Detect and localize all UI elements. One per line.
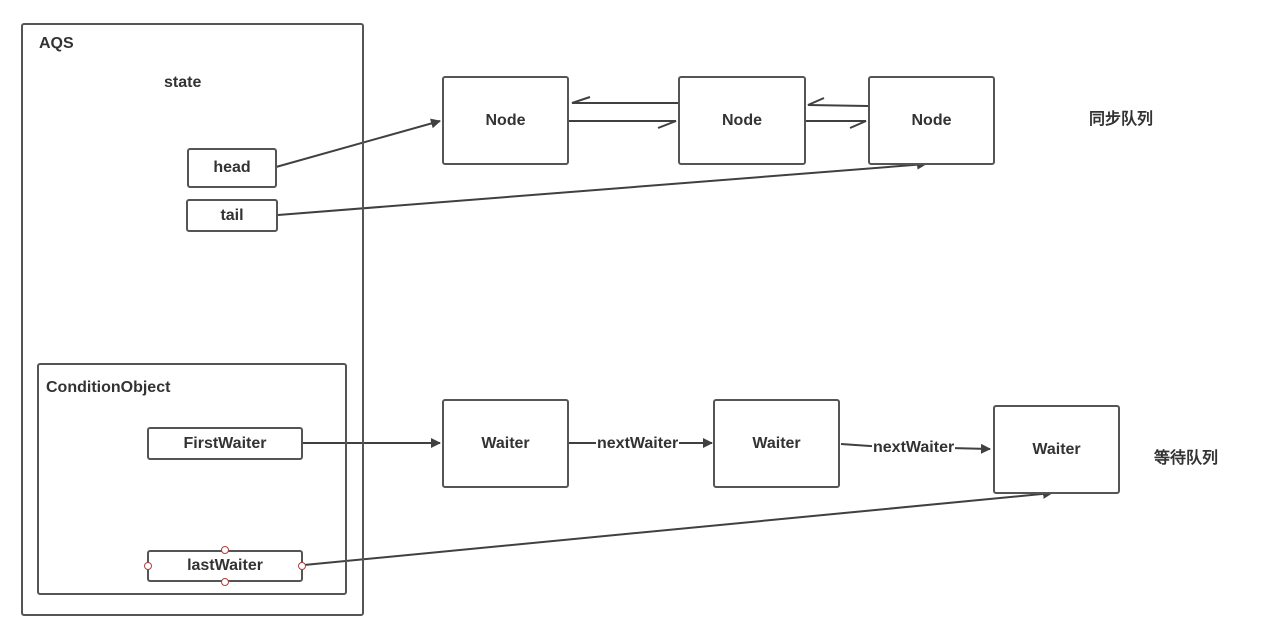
- node3-to-node2-prev-arrow[interactable]: [807, 97, 869, 107]
- sync-node[interactable]: Node: [442, 76, 569, 165]
- resize-handle-bottom[interactable]: [221, 578, 229, 586]
- sync-node-label: Node: [722, 111, 762, 129]
- lastwaiter-to-waiter-arrow[interactable]: [303, 488, 1053, 566]
- resize-handle-top[interactable]: [221, 546, 229, 554]
- sync-node-label: Node: [485, 111, 526, 129]
- state-label: state: [164, 74, 202, 91]
- aqs-title: AQS: [39, 35, 74, 52]
- sync-node[interactable]: Node: [678, 76, 806, 165]
- head-field-label: head: [213, 159, 251, 176]
- tail-field[interactable]: tail: [186, 199, 278, 232]
- node2-to-node3-next-arrow[interactable]: [806, 120, 867, 129]
- tail-to-node-arrow[interactable]: [277, 159, 927, 216]
- first-waiter-label: FirstWaiter: [183, 434, 267, 452]
- next-waiter-link-label: nextWaiter: [596, 435, 680, 453]
- waiter-node[interactable]: Waiter: [713, 399, 840, 488]
- condition-object-title: ConditionObject: [46, 379, 171, 396]
- head-field[interactable]: head: [187, 148, 277, 188]
- condition-object-container[interactable]: [37, 363, 347, 595]
- resize-handle-right[interactable]: [298, 562, 306, 570]
- head-to-node-arrow[interactable]: [275, 118, 441, 168]
- first-waiter-field[interactable]: FirstWaiter: [147, 427, 303, 460]
- sync-node[interactable]: Node: [868, 76, 995, 165]
- waiter-node[interactable]: Waiter: [993, 405, 1120, 494]
- waiter-node-label: Waiter: [481, 434, 530, 452]
- next-waiter-link-label: nextWaiter: [872, 439, 956, 457]
- waiter-node[interactable]: Waiter: [442, 399, 569, 488]
- sync-queue-label: 同步队列: [1089, 111, 1154, 128]
- last-waiter-label: lastWaiter: [187, 557, 263, 574]
- sync-node-label: Node: [911, 111, 952, 129]
- waiter-node-label: Waiter: [752, 434, 801, 452]
- node2-to-node1-prev-arrow[interactable]: [571, 96, 678, 104]
- wait-queue-label: 等待队列: [1154, 450, 1219, 467]
- waiter-node-label: Waiter: [1032, 440, 1081, 458]
- tail-field-label: tail: [220, 206, 244, 224]
- node1-to-node2-next-arrow[interactable]: [569, 120, 677, 129]
- aqs-container[interactable]: [21, 23, 364, 616]
- resize-handle-left[interactable]: [144, 562, 152, 570]
